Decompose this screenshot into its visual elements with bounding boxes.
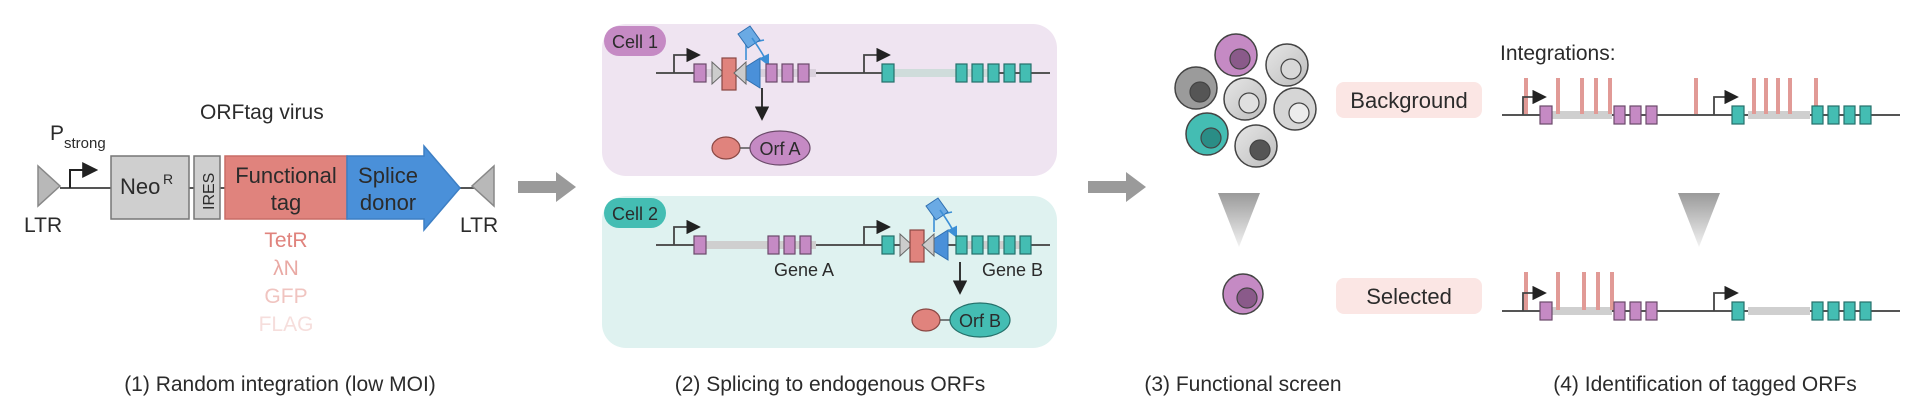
integrations-label: Integrations: bbox=[1500, 42, 1616, 65]
cell-2-label: Cell 2 bbox=[612, 204, 658, 224]
panel-3-caption: (3) Functional screen bbox=[1144, 373, 1341, 396]
funnel-3 bbox=[1218, 193, 1260, 247]
orf-a-label: Orf A bbox=[759, 139, 800, 159]
orf-b-label: Orf B bbox=[959, 311, 1001, 331]
cell-1-label: Cell 1 bbox=[612, 32, 658, 52]
ires-label: IRES bbox=[201, 173, 218, 210]
cell-1-box bbox=[602, 24, 1057, 176]
neo-label: Neo bbox=[120, 174, 160, 199]
functional-tag-box bbox=[224, 155, 348, 220]
functional-tag-line2: tag bbox=[271, 190, 302, 215]
panel-4-identification: Integrations: bbox=[1500, 42, 1900, 396]
neo-sup: R bbox=[163, 171, 173, 187]
ltr-left-shape bbox=[37, 164, 62, 208]
panel-1-caption: (1) Random integration (low MOI) bbox=[124, 373, 436, 396]
panel-2-caption: (2) Splicing to endogenous ORFs bbox=[675, 373, 986, 396]
splice-donor-arrow bbox=[346, 143, 461, 233]
promoter-label: P bbox=[50, 122, 64, 145]
orf-a-protein bbox=[749, 130, 811, 166]
background-label: Background bbox=[1350, 88, 1467, 113]
promoter-sub-label: strong bbox=[64, 135, 106, 152]
neo-box bbox=[110, 155, 190, 220]
promoter-arrow bbox=[69, 162, 99, 188]
tag-option-gfp: GFP bbox=[264, 285, 307, 308]
flow-arrow-2 bbox=[1088, 172, 1146, 202]
gene-a-label: Gene A bbox=[774, 260, 834, 280]
virus-title: ORFtag virus bbox=[200, 101, 324, 124]
splice-donor-line1: Splice bbox=[358, 163, 418, 188]
splice-donor-line2: donor bbox=[360, 190, 416, 215]
background-pill bbox=[1336, 82, 1482, 118]
panel-4-caption: (4) Identification of tagged ORFs bbox=[1553, 373, 1857, 396]
ltr-right-shape bbox=[470, 164, 495, 208]
funnel-4 bbox=[1678, 193, 1720, 247]
tag-option-flag: FLAG bbox=[259, 313, 314, 336]
functional-tag-line1: Functional bbox=[235, 163, 337, 188]
panel-2-splicing: Cell 1 Orf A Cell 2 bbox=[602, 24, 1057, 396]
tag-option-tetr: TetR bbox=[264, 229, 307, 252]
selected-pill bbox=[1336, 278, 1482, 314]
background-cells bbox=[1174, 33, 1317, 168]
gene-b-label: Gene B bbox=[982, 260, 1043, 280]
tag-option-lambdan: λN bbox=[273, 257, 299, 280]
orf-b-protein bbox=[949, 302, 1011, 338]
flow-arrow-1 bbox=[518, 172, 576, 202]
cell-1-badge bbox=[604, 26, 666, 56]
ltr-left-label: LTR bbox=[24, 214, 62, 237]
panel-3-screen: Background Selected (3) Functional scree… bbox=[1144, 33, 1482, 396]
ltr-right-label: LTR bbox=[460, 214, 498, 237]
panel-1-construct: LTR P strong Neo R IRES Functional tag S… bbox=[24, 101, 498, 396]
cell-2-badge bbox=[604, 198, 666, 228]
selected-label: Selected bbox=[1366, 284, 1452, 309]
ires-box bbox=[193, 155, 221, 220]
